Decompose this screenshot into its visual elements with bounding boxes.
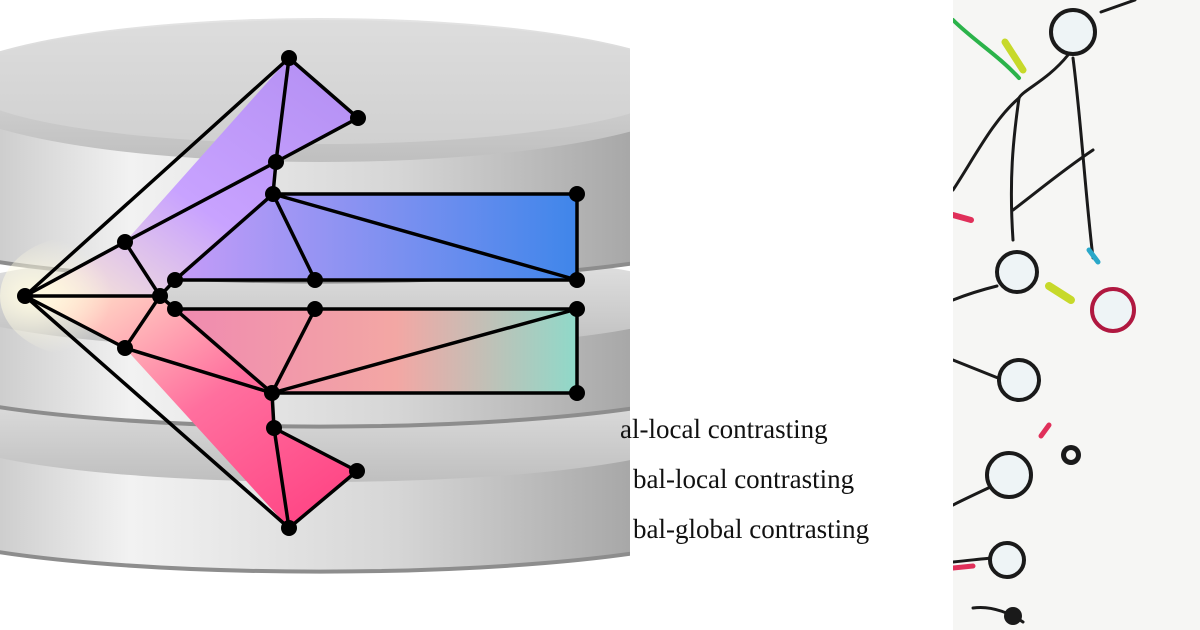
legend-item-local-local: al-local contrasting: [620, 414, 828, 444]
graph-arrow: [0, 50, 585, 536]
database-arrow-graph-icon: [0, 18, 630, 574]
legend-item-global-local: bal-local contrasting: [633, 464, 855, 494]
legend-item-global-global: bal-global contrasting: [633, 514, 870, 544]
node-graph-sketch: [953, 0, 1200, 630]
